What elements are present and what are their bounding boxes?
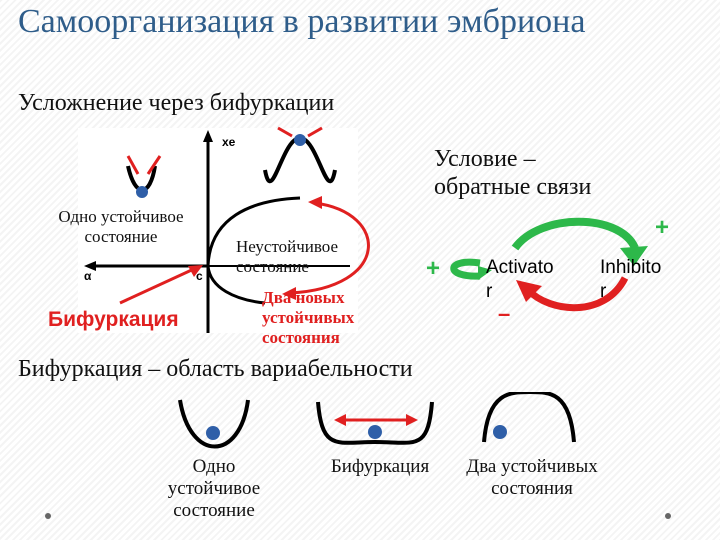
unstable-state-label: Неустойчивое состояние <box>236 237 339 276</box>
red-curved-arrowhead-top <box>308 196 322 209</box>
bifurcation-figure: xe α c <box>78 126 370 333</box>
red-curved-arrow <box>289 201 370 295</box>
bottom-double-arrow-left <box>334 414 346 426</box>
self-activation-plus: + <box>426 255 440 282</box>
variability-text: Бифуркация – область вариабельности <box>18 356 413 382</box>
upper-stable-branch <box>206 196 301 267</box>
inhibition-arrow <box>525 276 629 312</box>
bottom-double-well <box>482 392 576 443</box>
bottom-label-one-stable: Одно устойчивое состояние <box>167 456 261 521</box>
inhibition-minus: – <box>498 301 510 326</box>
single-well-arrow-left <box>126 155 140 175</box>
self-activation-arrow <box>450 258 481 280</box>
lower-stable-branch <box>206 265 266 305</box>
double-well-arrow-right <box>307 126 323 138</box>
self-activation-arrowhead <box>478 266 492 280</box>
bottom-flat-ball <box>368 425 382 439</box>
slide-title: Самоорганизация в развитии эмбриона <box>18 3 586 40</box>
bottom-single-ball <box>206 426 220 440</box>
bottom-double-arrow-right <box>406 414 418 426</box>
section-subtitle: Усложнение через бифуркации <box>18 90 335 116</box>
activation-arrowhead <box>620 246 648 266</box>
y-axis-arrow <box>203 130 213 142</box>
single-well-arrow-right <box>146 155 162 175</box>
feedback-loop-diagram: + + – <box>426 214 669 326</box>
red-curved-arrowhead-bottom <box>282 287 296 300</box>
y-axis-label: xe <box>222 135 236 149</box>
activator-label: Activator <box>486 257 554 302</box>
inhibitor-label: Inhibitor <box>600 257 662 302</box>
bottom-double-ball <box>493 425 507 439</box>
x-axis-label: α <box>84 269 92 283</box>
bottom-label-bifurcation: Бифуркация <box>330 456 430 477</box>
two-new-states-label: Два новых устойчивых состояния <box>262 288 355 347</box>
bifurcation-arrow <box>119 266 197 305</box>
activation-arrow <box>511 217 639 251</box>
bifurcation-arrowhead <box>188 265 203 277</box>
double-well-ball <box>294 134 306 146</box>
bifurcation-label: Бифуркация <box>48 308 179 331</box>
inhibition-arrowhead <box>516 280 542 302</box>
bottom-label-two-stable: Два устойчивых состояния <box>466 456 598 499</box>
activation-plus: + <box>655 214 669 241</box>
double-well-arrow-left <box>277 126 293 138</box>
condition-text: Условие – обратные связи <box>434 146 592 200</box>
bottom-single-well <box>178 399 250 449</box>
bifurcation-point-label: c <box>196 269 203 283</box>
bottom-flat-well <box>316 401 434 445</box>
one-stable-state-label: Одно устойчивое состояние <box>58 207 184 246</box>
decor-dot-right <box>665 513 671 519</box>
single-well-ball <box>136 186 148 198</box>
decor-dot-left <box>45 513 51 519</box>
bottom-potential-wells <box>178 392 576 449</box>
